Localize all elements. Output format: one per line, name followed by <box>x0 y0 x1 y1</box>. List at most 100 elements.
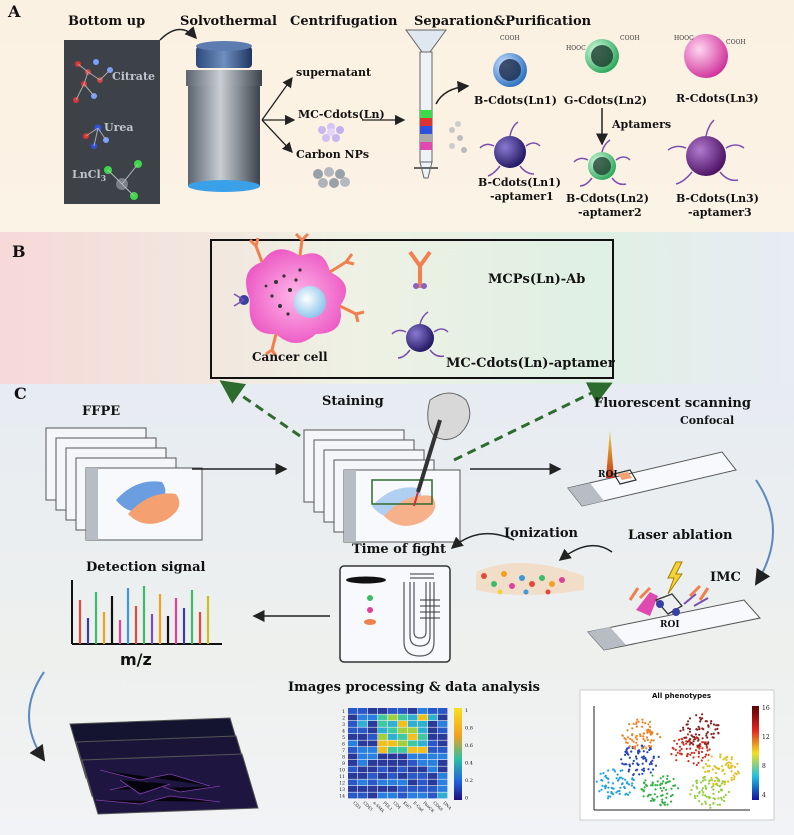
tsne-point <box>708 803 712 807</box>
heatmap-cell <box>398 734 408 740</box>
heatmap-col-label: Ki67 <box>402 800 412 810</box>
tsne-point <box>626 741 629 744</box>
heatmap-col-label: CD4 <box>392 800 402 810</box>
tsne-point <box>715 724 718 727</box>
tsne-point <box>683 736 686 739</box>
tsne-point <box>718 803 722 806</box>
tsne-point <box>630 750 633 753</box>
tsne-point <box>685 755 689 758</box>
tsne-point <box>621 777 624 780</box>
tsne-point <box>690 788 693 792</box>
heatmap-cell <box>408 727 418 734</box>
tsne-point <box>640 756 644 759</box>
heatmap-cell <box>358 714 368 721</box>
tsne-point <box>697 738 700 741</box>
g-cdots-sphere <box>585 39 619 73</box>
carbon-nps-cluster <box>313 167 350 188</box>
tsne-point <box>697 761 700 765</box>
tsne-point <box>626 752 629 755</box>
b-cdots-aptamer2 <box>573 139 631 187</box>
tsne-point <box>642 750 645 753</box>
heatmap-row-label: 4 <box>342 729 345 735</box>
heatmap-cell <box>378 753 388 760</box>
tsne-point <box>666 792 669 795</box>
tsne-point <box>656 732 659 736</box>
heatmap-row-label: 3 <box>342 722 345 728</box>
tsne-point <box>647 793 651 797</box>
tsne-point <box>618 789 621 793</box>
tsne-point <box>665 796 668 799</box>
heatmap-cell <box>348 740 358 747</box>
tsne-point <box>704 778 707 782</box>
fluorescent-label: Fluorescent scanning <box>594 396 751 411</box>
tsne-point <box>722 768 725 771</box>
heatmap-cell <box>358 747 368 753</box>
tsne-point <box>604 775 607 778</box>
tsne-point <box>721 765 724 768</box>
heatmap-cell <box>358 773 368 779</box>
heatmap-cell <box>378 760 388 766</box>
tsne-point <box>642 767 646 770</box>
tsne-point <box>701 787 704 790</box>
tsne-point <box>686 740 689 743</box>
tsne-point <box>628 723 631 726</box>
tsne-point <box>716 803 719 806</box>
tsne-point <box>707 782 711 785</box>
tsne-point <box>614 770 617 773</box>
heatmap-cell <box>398 779 408 786</box>
heatmap-row-label: 1 <box>342 709 345 715</box>
tsne-point <box>696 787 699 790</box>
tsne-point <box>695 779 699 782</box>
heatmap-row-label: 6 <box>342 742 345 748</box>
tsne-point <box>729 762 733 765</box>
b-apt2-line2: -aptamer2 <box>578 206 642 219</box>
tsne-point <box>712 732 715 735</box>
tsne-point <box>635 722 638 726</box>
tsne-point <box>646 751 649 754</box>
tsne-point <box>688 717 692 720</box>
tsne-point <box>675 754 678 757</box>
heatmap-cell <box>368 708 378 714</box>
heatmap-cell <box>348 714 358 721</box>
tsne-point <box>637 763 640 766</box>
tsne-point <box>651 782 654 785</box>
heatmap-colorbar-tick: 0.8 <box>465 726 473 732</box>
tsne-point <box>639 735 642 738</box>
tsne-point <box>719 796 723 799</box>
heatmap-cell <box>398 714 408 721</box>
heatmap-cell <box>408 773 418 779</box>
tsne-point <box>644 722 647 725</box>
tsne-point <box>642 789 645 792</box>
tsne-point <box>639 733 642 736</box>
tsne-point <box>669 795 673 798</box>
tsne-point <box>662 780 665 783</box>
tsne-point <box>695 785 698 788</box>
heatmap-cell <box>438 727 448 734</box>
heatmap-colorbar-tick: 0.4 <box>465 761 473 767</box>
heatmap-colorbar-ticks: 10.80.60.40.20 <box>465 708 473 802</box>
heatmap-cell <box>358 792 368 799</box>
heatmap-cell <box>398 721 408 727</box>
tsne-point <box>615 791 618 794</box>
tsne-point <box>648 748 651 752</box>
tsne-point <box>719 784 722 787</box>
heatmap-cell <box>438 786 448 792</box>
tsne-point <box>708 764 711 768</box>
imc-label: IMC <box>710 570 741 585</box>
heatmap-cell <box>428 734 438 740</box>
tsne-point <box>635 734 638 737</box>
tsne-point <box>643 786 646 789</box>
tsne-point <box>670 753 673 756</box>
tsne-point <box>671 793 674 797</box>
heatmap-cell <box>438 760 448 766</box>
tsne-point <box>606 791 610 794</box>
tsne-point <box>624 741 628 744</box>
tsne-point <box>678 752 682 755</box>
heatmap-cell <box>368 721 378 727</box>
tsne-point <box>682 743 685 746</box>
cooh-label-3: COOH <box>726 39 746 46</box>
tsne-point <box>723 783 726 786</box>
tsne-point <box>621 762 624 765</box>
